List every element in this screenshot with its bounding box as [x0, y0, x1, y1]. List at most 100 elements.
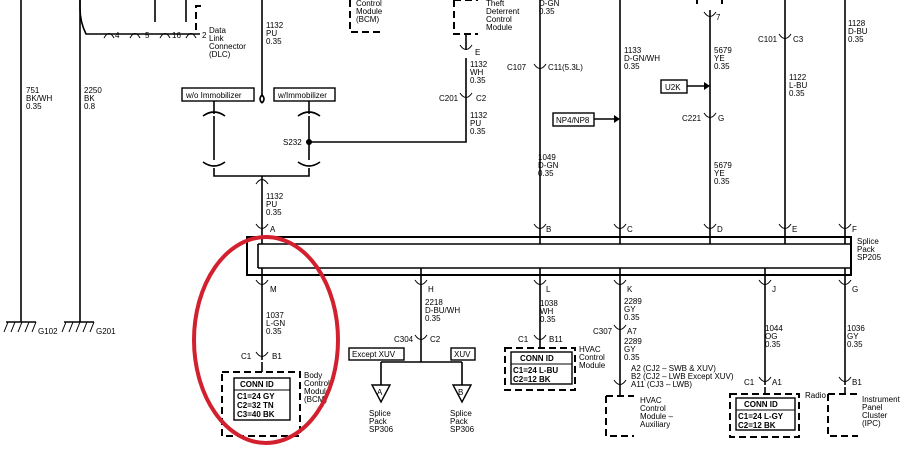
- svg-text:C1: C1: [744, 378, 755, 387]
- svg-text:4: 4: [115, 31, 120, 40]
- svg-text:GY: GY: [624, 305, 636, 314]
- svg-text:J: J: [772, 285, 776, 294]
- svg-text:C101: C101: [758, 35, 778, 44]
- svg-text:Control: Control: [304, 379, 330, 388]
- wire-1132-dlc: 1132 PU 0.35: [261, 0, 284, 95]
- svg-text:B: B: [546, 225, 551, 234]
- svg-text:Panel: Panel: [862, 403, 883, 412]
- svg-text:1036: 1036: [847, 324, 865, 333]
- ipc-module: 1036 GY 0.35 B1 Instrument Panel Cluster…: [827, 285, 901, 437]
- svg-text:(IPC): (IPC): [862, 419, 881, 428]
- wire-column-c: 1133 D-GN/WH 0.35 NP4/NP8: [552, 0, 660, 228]
- svg-text:C3: C3: [793, 35, 804, 44]
- svg-text:0.35: 0.35: [789, 89, 805, 98]
- svg-text:2218: 2218: [425, 298, 443, 307]
- svg-text:SP205: SP205: [857, 253, 882, 262]
- svg-text:A7: A7: [627, 327, 637, 336]
- svg-text:Module: Module: [579, 361, 606, 370]
- svg-text:B: B: [458, 388, 463, 397]
- wire-1132-wh-c201: [309, 58, 467, 143]
- svg-text:0.35: 0.35: [539, 7, 555, 16]
- svg-text:0.35: 0.35: [470, 76, 486, 85]
- svg-text:HVAC: HVAC: [579, 345, 601, 354]
- svg-text:K: K: [627, 285, 633, 294]
- svg-text:B2 (CJ2 – LWB Except XUV): B2 (CJ2 – LWB Except XUV): [631, 372, 734, 381]
- svg-text:0.35: 0.35: [266, 37, 282, 46]
- svg-text:Pack: Pack: [857, 245, 876, 254]
- svg-text:0.35: 0.35: [848, 35, 864, 44]
- svg-text:S232: S232: [283, 138, 302, 147]
- svg-text:(BCM): (BCM): [304, 395, 327, 404]
- svg-text:0.35: 0.35: [765, 340, 781, 349]
- svg-text:Control: Control: [356, 0, 382, 8]
- bcm-module: 1037 L-GN 0.35 C1 B1 CONN ID C1=24 GY C2…: [221, 285, 331, 437]
- connector-tick: [255, 179, 269, 185]
- svg-text:1132: 1132: [266, 192, 284, 201]
- svg-text:A: A: [377, 388, 383, 397]
- svg-text:E: E: [792, 225, 797, 234]
- svg-text:C1=24 L-GY: C1=24 L-GY: [738, 412, 784, 421]
- svg-text:1038: 1038: [540, 299, 558, 308]
- svg-text:0.8: 0.8: [84, 102, 96, 111]
- svg-text:Control: Control: [640, 404, 666, 413]
- annotation-circle: [192, 235, 340, 445]
- svg-text:GY: GY: [847, 332, 859, 341]
- ground-wire-2250: 2250 BK 0.8: [79, 0, 102, 322]
- svg-text:B11: B11: [549, 335, 563, 344]
- immobilizer-option-bracket: S232: [202, 111, 321, 177]
- svg-text:C221: C221: [682, 114, 702, 123]
- svg-text:C1=24 L-BU: C1=24 L-BU: [513, 366, 558, 375]
- svg-text:D-BU: D-BU: [848, 27, 868, 36]
- svg-text:PU: PU: [266, 200, 277, 209]
- ground-wire-751: 751 BK/WH 0.35: [20, 0, 52, 322]
- svg-text:YE: YE: [714, 54, 725, 63]
- svg-text:C2=12 BK: C2=12 BK: [738, 421, 776, 430]
- svg-text:Data: Data: [209, 26, 226, 35]
- svg-text:CONN ID: CONN ID: [744, 400, 778, 409]
- svg-text:Theft: Theft: [486, 0, 505, 8]
- svg-text:F: F: [852, 225, 857, 234]
- svg-text:WH: WH: [540, 307, 554, 316]
- svg-text:G102: G102: [38, 327, 58, 336]
- svg-text:Control: Control: [579, 353, 605, 362]
- svg-text:0.35: 0.35: [266, 208, 282, 217]
- svg-text:w/Immobilizer: w/Immobilizer: [277, 91, 327, 100]
- svg-text:Module: Module: [486, 23, 513, 32]
- svg-text:D-GN/WH: D-GN/WH: [624, 54, 660, 63]
- hvac-aux-module: 2289 GY 0.35 C307 A7 2289 GY 0.35 A2 (CJ…: [593, 285, 734, 437]
- svg-text:0.35: 0.35: [847, 340, 863, 349]
- svg-text:Splice: Splice: [369, 409, 391, 418]
- svg-text:OG: OG: [765, 332, 777, 341]
- svg-text:Splice: Splice: [857, 237, 879, 246]
- svg-text:C307: C307: [593, 327, 613, 336]
- svg-text:Module –: Module –: [640, 412, 673, 421]
- svg-text:0.35: 0.35: [624, 353, 640, 362]
- svg-text:5679: 5679: [714, 46, 732, 55]
- svg-text:C11: C11: [548, 63, 563, 72]
- svg-text:C2=12 BK: C2=12 BK: [513, 375, 551, 384]
- svg-text:1044: 1044: [765, 324, 783, 333]
- svg-text:B1: B1: [852, 378, 862, 387]
- option-split: [259, 94, 265, 104]
- svg-text:C1: C1: [241, 352, 252, 361]
- svg-text:D: D: [717, 225, 723, 234]
- svg-text:G: G: [718, 114, 724, 123]
- svg-text:2250: 2250: [84, 86, 102, 95]
- radio-module: 1044 OG 0.35 C1 A1 CONN ID C1=24 L-GY C2…: [729, 285, 826, 438]
- svg-text:Module: Module: [356, 7, 383, 16]
- svg-text:0.35: 0.35: [540, 315, 556, 324]
- svg-text:(5.3L): (5.3L): [562, 63, 583, 72]
- svg-text:Radio: Radio: [805, 391, 826, 400]
- svg-text:2: 2: [202, 31, 207, 40]
- ground-g102-icon: G102: [3, 321, 58, 336]
- svg-text:G: G: [852, 285, 858, 294]
- svg-text:Body: Body: [304, 371, 322, 380]
- wo-immobilizer-option: w/o Immobilizer: [181, 87, 255, 102]
- svg-text:1128: 1128: [848, 19, 866, 28]
- svg-text:D-BU/WH: D-BU/WH: [425, 306, 460, 315]
- svg-text:1132: 1132: [470, 111, 488, 120]
- svg-text:2289: 2289: [624, 337, 642, 346]
- svg-text:SP306: SP306: [450, 425, 475, 434]
- svg-text:Module: Module: [304, 387, 331, 396]
